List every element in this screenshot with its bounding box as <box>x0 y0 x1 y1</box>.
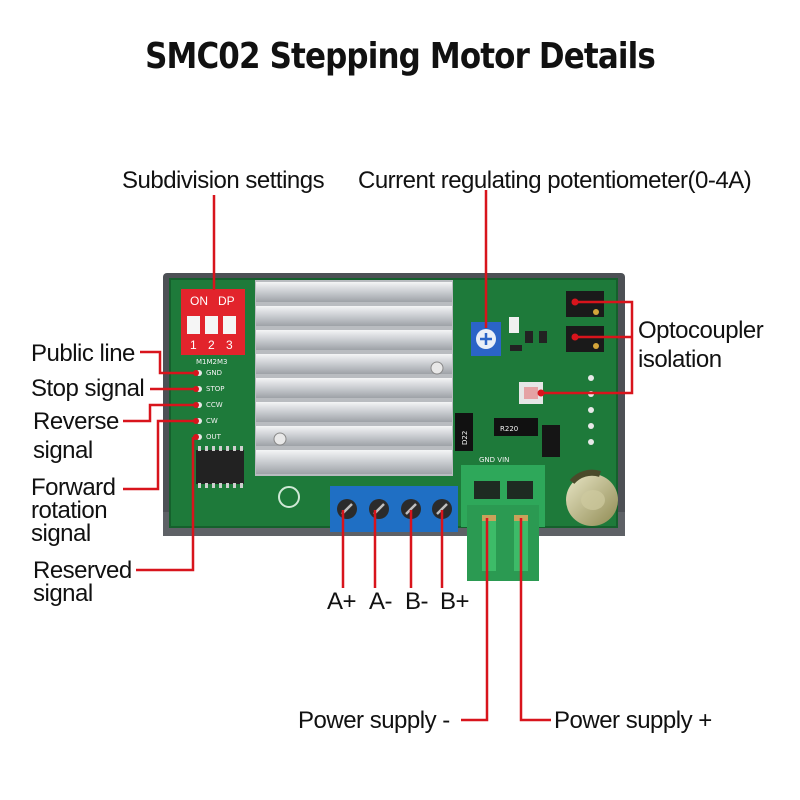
heatsink <box>255 280 453 476</box>
dip-switch: ON DP 1 2 3 <box>181 289 245 355</box>
logo-mark <box>278 486 300 508</box>
smd-2 <box>539 331 547 343</box>
leader-forward <box>123 419 196 491</box>
pin-ccw-silk: CCW <box>206 401 223 409</box>
d22-text: D22 <box>461 431 469 445</box>
dip-row-silk: M1M2M3 <box>196 358 227 366</box>
leader-public <box>140 350 196 375</box>
label-optocoupler-2: isolation <box>638 346 722 373</box>
r220-text: R220 <box>500 425 518 433</box>
label-reserved-2: signal <box>33 580 93 607</box>
label-forward-3: signal <box>31 520 91 547</box>
label-terminal-b-plus: B+ <box>440 588 470 615</box>
label-reverse-1: Reverse <box>33 408 119 435</box>
label-public-line: Public line <box>31 340 135 367</box>
label-optocoupler-1: Optocoupler <box>638 317 764 344</box>
label-power-minus: Power supply - <box>298 707 450 734</box>
label-terminal-a-minus: A- <box>369 588 393 615</box>
power-terminal-block <box>461 465 545 581</box>
dip-num-3: 3 <box>226 338 233 352</box>
leader-reserved <box>136 437 195 572</box>
power-terminal-silk: GND VIN <box>479 456 509 464</box>
leader-lines <box>123 190 634 722</box>
leader-reverse <box>123 403 196 423</box>
label-forward-2: rotation <box>31 497 108 524</box>
label-forward-1: Forward <box>31 474 116 501</box>
dip-on-text: ON <box>190 294 208 308</box>
leader-power-plus <box>519 518 551 722</box>
optocoupler-ic <box>196 446 244 488</box>
pin-cw-silk: CW <box>206 417 218 425</box>
capacitor <box>566 469 618 526</box>
resistor-d22: D22 <box>455 413 473 451</box>
motor-terminal-block <box>330 486 458 532</box>
dip-num-1: 1 <box>190 338 197 352</box>
label-power-plus: Power supply + <box>554 707 712 734</box>
leader-dots <box>193 298 579 440</box>
led <box>509 317 519 333</box>
resistor-r220: R220 <box>494 418 538 436</box>
leader-opto <box>541 300 634 395</box>
smd-1 <box>525 331 533 343</box>
pin-gnd-silk: GND <box>206 369 222 377</box>
label-terminal-a-plus: A+ <box>327 588 357 615</box>
pin-out-silk: OUT <box>206 433 222 441</box>
dip-num-2: 2 <box>208 338 215 352</box>
label-reverse-2: signal <box>33 437 93 464</box>
leader-power-minus <box>461 518 489 722</box>
page-title: SMC02 Stepping Motor Details <box>145 36 656 77</box>
pin-stop-silk: STOP <box>206 385 224 393</box>
label-subdivision-settings: Subdivision settings <box>122 167 325 194</box>
label-terminal-b-minus: B- <box>405 588 429 615</box>
diode <box>542 425 560 457</box>
dip-dp-text: DP <box>218 294 235 308</box>
label-current-pot: Current regulating potentiometer(0-4A) <box>358 167 752 194</box>
label-reserved-1: Reserved <box>33 557 132 584</box>
smd-3 <box>510 345 522 351</box>
label-stop-signal: Stop signal <box>31 375 145 402</box>
